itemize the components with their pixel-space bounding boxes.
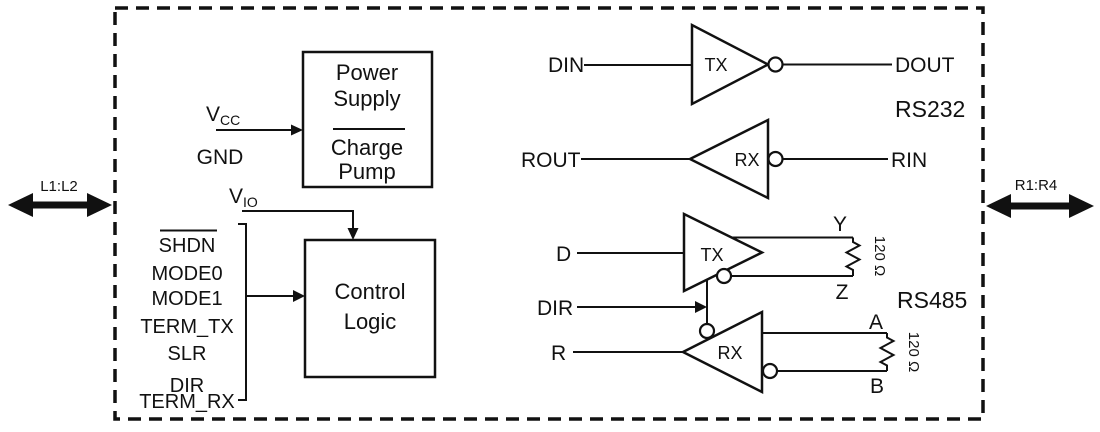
- vcc-arrowhead: [291, 124, 303, 136]
- vio-wire: [242, 210, 354, 229]
- charge-pump-line2: Pump: [338, 159, 395, 184]
- rs232-rx-inverter-bubble: [767, 150, 784, 168]
- rs485-rx-enable-bubble: [698, 322, 716, 340]
- input-label-shdn: SHDN: [159, 235, 216, 257]
- input-label-dir: DIR: [170, 375, 204, 397]
- z-label: Z: [836, 281, 849, 304]
- rs485-rx-buffer: [680, 309, 764, 395]
- power-supply-title-line2: Supply: [333, 86, 400, 111]
- rs485-tx-gate-label: TX: [700, 245, 723, 265]
- r-label: R: [551, 342, 566, 365]
- input-label-term-tx: TERM_TX: [140, 316, 233, 338]
- rs232-tx-inverter-bubble: [767, 56, 784, 73]
- rs232-receiver: ROUT RX RIN: [521, 117, 927, 201]
- rin-label: RIN: [891, 149, 927, 172]
- left-port-arrowhead-right: [87, 193, 112, 217]
- rs485-tx-termination-resistor: [844, 237, 862, 276]
- rs485-rx-inverting-input-bubble: [761, 362, 779, 380]
- input-label-slr: SLR: [168, 343, 207, 365]
- rs485-section-label: RS485: [897, 287, 967, 313]
- rs485-rx-gate-label: RX: [717, 343, 742, 363]
- rs485-rx-resistor-value: 120 Ω: [905, 332, 922, 372]
- input-label-mode1: MODE1: [151, 288, 222, 310]
- dir-arrowhead: [695, 301, 707, 313]
- left-port: L1:L2: [8, 178, 112, 217]
- right-port-label: R1:R4: [1015, 177, 1058, 194]
- din-label: DIN: [548, 54, 584, 77]
- control-logic-box: [303, 238, 437, 379]
- rs485-driver: D TX Y Z 120 Ω: [556, 211, 888, 304]
- dout-label: DOUT: [895, 54, 955, 77]
- rs485-tx-inverter-bubble: [715, 267, 733, 285]
- control-inputs: SHDN MODE0 MODE1 TERM_TX SLR DIR TERM_RX: [139, 223, 305, 413]
- supply-inputs: VCC GND: [197, 103, 303, 169]
- rs232-rx-gate-label: RX: [734, 150, 759, 170]
- left-port-label: L1:L2: [40, 178, 78, 195]
- rs232-transmitter: DIN TX DOUT: [548, 22, 955, 107]
- input-label-mode0: MODE0: [151, 263, 222, 285]
- b-label: B: [870, 375, 884, 398]
- input-label-term-rx: TERM_RX: [139, 391, 235, 413]
- rs232-section-label: RS232: [895, 96, 965, 122]
- right-port: R1:R4: [986, 177, 1094, 218]
- control-logic-title-line2: Logic: [344, 309, 397, 334]
- gnd-label: GND: [197, 146, 244, 169]
- rs232-tx-buffer: [690, 22, 771, 107]
- control-inputs-arrowhead: [293, 290, 305, 302]
- control-inputs-bracket: [238, 223, 247, 401]
- rs232-tx-gate-label: TX: [704, 55, 727, 75]
- left-port-arrowhead-left: [8, 193, 33, 217]
- rs485-receiver: R RX A B 120 Ω: [551, 309, 922, 398]
- vcc-label: VCC: [206, 103, 240, 128]
- right-port-arrowhead-left: [986, 194, 1011, 218]
- power-supply-box: [301, 50, 434, 189]
- power-supply-block: Power Supply Charge Pump: [301, 50, 434, 189]
- vio-input: VIO: [229, 185, 359, 240]
- control-logic-block: Control Logic: [303, 238, 437, 379]
- vio-label: VIO: [229, 185, 258, 210]
- dir-label: DIR: [537, 297, 573, 320]
- rs485-tx-resistor-value: 120 Ω: [871, 236, 888, 276]
- d-label: D: [556, 243, 571, 266]
- vio-arrowhead: [347, 228, 359, 240]
- charge-pump-line1: Charge: [331, 135, 403, 160]
- y-label: Y: [833, 213, 847, 236]
- a-label: A: [869, 311, 883, 334]
- ic-boundary-outline: [113, 6, 985, 421]
- dir-control: DIR: [537, 280, 708, 324]
- power-supply-title-line1: Power: [336, 60, 398, 85]
- rout-label: ROUT: [521, 149, 581, 172]
- rs485-rx-termination-resistor: [878, 333, 896, 371]
- control-logic-title-line1: Control: [335, 279, 406, 304]
- right-port-arrowhead-right: [1069, 194, 1094, 218]
